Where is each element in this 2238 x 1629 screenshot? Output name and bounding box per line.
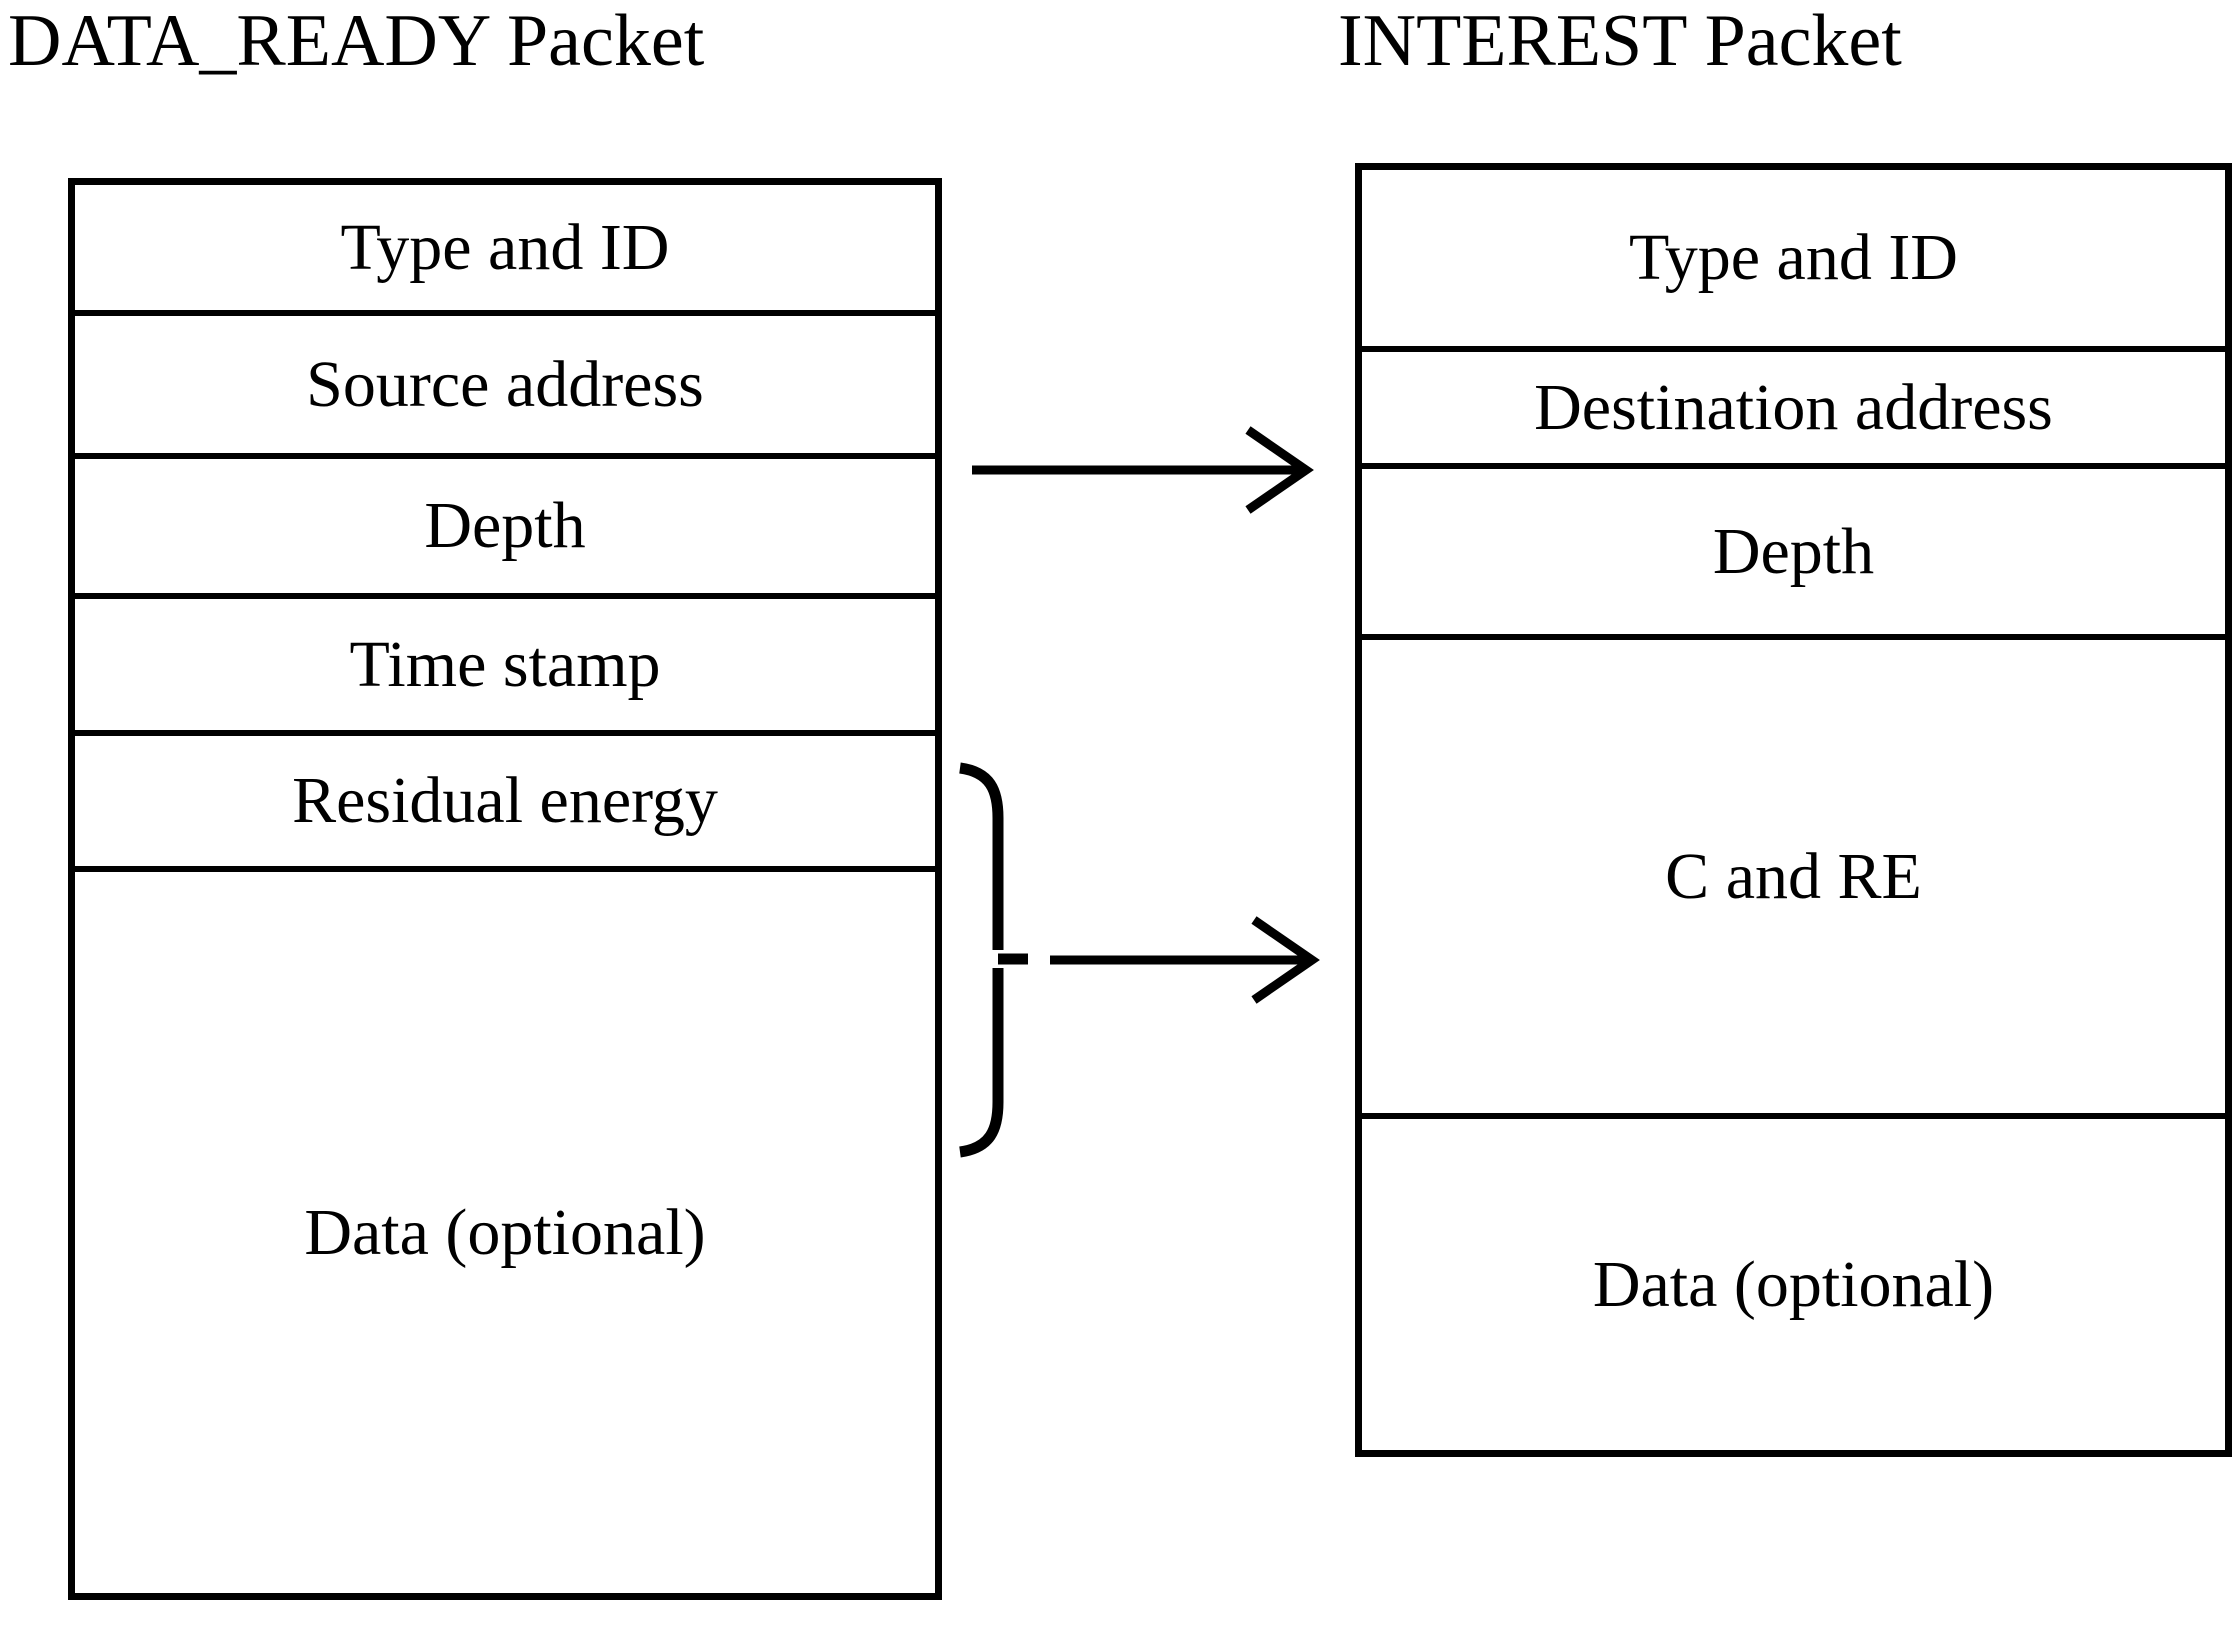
packet-field-label: Time stamp xyxy=(349,627,661,701)
packet-field-row: Time stamp xyxy=(75,599,935,736)
packet-field-label: Destination address xyxy=(1534,370,2053,444)
page-title-interest: INTEREST Packet xyxy=(1338,0,1902,82)
packet-field-row: Destination address xyxy=(1362,352,2225,469)
packet-field-row: Type and ID xyxy=(75,185,935,316)
packet-field-row: Source address xyxy=(75,316,935,459)
packet-field-label: Residual energy xyxy=(292,764,718,837)
packet-field-label: Data (optional) xyxy=(1592,1247,1995,1321)
packet-field-label: Source address xyxy=(306,347,704,421)
packet-field-row: Depth xyxy=(75,459,935,599)
packet-field-label: Type and ID xyxy=(1629,221,1958,294)
packet-field-row: Data (optional) xyxy=(75,872,935,1593)
packet-field-row: Residual energy xyxy=(75,736,935,872)
packet-field-label: C and RE xyxy=(1665,839,1922,913)
source-to-destination-arrow xyxy=(970,420,1320,520)
page-title-data-ready: DATA_READY Packet xyxy=(8,0,705,82)
timestamp-energy-to-c-and-re-arrow xyxy=(1048,910,1328,1010)
packet-table-interest: Type and ID Destination address Depth C … xyxy=(1355,163,2232,1457)
packet-field-label: Depth xyxy=(424,489,586,562)
packet-field-row: C and RE xyxy=(1362,640,2225,1119)
field-group-brace xyxy=(950,760,1030,1160)
packet-field-row: Data (optional) xyxy=(1362,1119,2225,1450)
packet-field-label: Data (optional) xyxy=(304,1195,706,1269)
packet-table-data-ready: Type and ID Source address Depth Time st… xyxy=(68,178,942,1600)
packet-field-row: Depth xyxy=(1362,469,2225,640)
packet-field-label: Type and ID xyxy=(340,210,670,284)
packet-field-row: Type and ID xyxy=(1362,170,2225,352)
packet-field-label: Depth xyxy=(1712,514,1875,588)
